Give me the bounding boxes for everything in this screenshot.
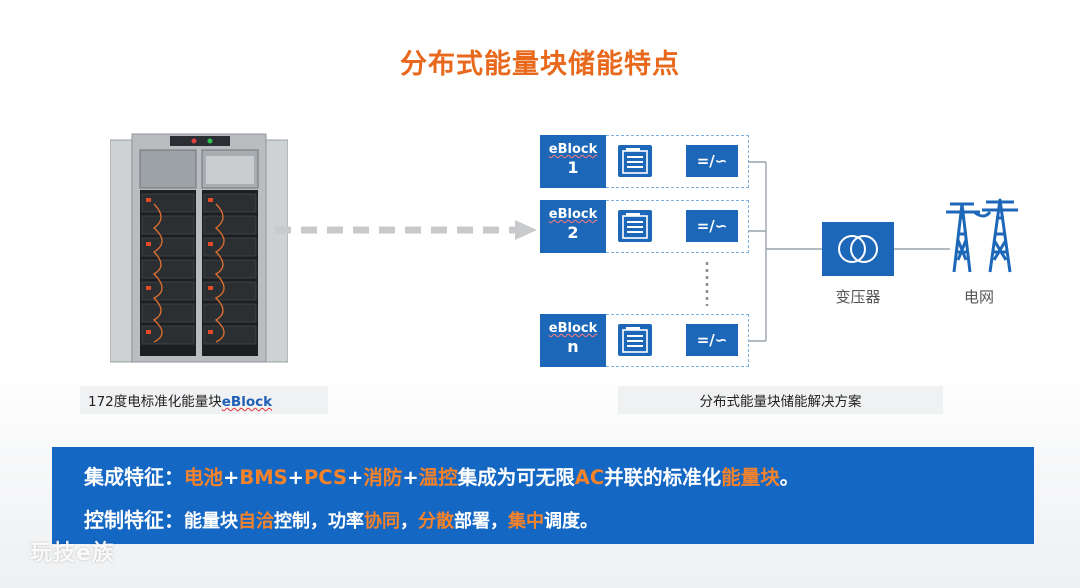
watermark: 玩技e族: [30, 541, 115, 566]
battery-icon: [618, 210, 652, 242]
battery-icon: [618, 324, 652, 356]
solution-caption: 分布式能量块储能解决方案: [618, 386, 943, 414]
power-tower-icon: [946, 198, 1018, 273]
transformer-icon: [822, 222, 894, 276]
eblock-row-1: eBlock 1 =/∽: [540, 135, 750, 188]
pcs-icon: =/∽: [686, 210, 738, 242]
eblock-label: eBlock 2: [540, 200, 606, 253]
eblock-frame: [606, 314, 749, 367]
eblock-row-n: eBlock n =/∽: [540, 314, 750, 367]
cabinet-caption: 172度电标准化能量块eBlock: [80, 386, 328, 414]
eblock-highlight: eBlock: [221, 394, 273, 410]
control-feature-line: 控制特征：能量块自洽控制，功率协同，分散部署，集中调度。: [84, 508, 598, 532]
cabinet-image: [110, 133, 288, 363]
battery-icon: [618, 145, 652, 177]
grid-label: 电网: [963, 288, 994, 306]
eblock-row-2: eBlock 2 =/∽: [540, 200, 750, 253]
eblock-label: eBlock n: [540, 314, 606, 367]
eblock-frame: [606, 135, 749, 188]
feature-banner: 集成特征：电池+BMS+PCS+消防+温控集成为可无限AC并联的标准化能量块。 …: [52, 447, 1034, 544]
pcs-icon: =/∽: [686, 324, 738, 356]
integration-feature-line: 集成特征：电池+BMS+PCS+消防+温控集成为可无限AC并联的标准化能量块。: [84, 465, 800, 489]
dashed-arrow: [275, 220, 537, 240]
transformer-label: 变压器: [835, 288, 881, 306]
eblock-frame: [606, 200, 749, 253]
pcs-icon: =/∽: [686, 145, 738, 177]
eblock-label: eBlock 1: [540, 135, 606, 188]
ellipsis-dots: [705, 262, 709, 306]
slide-title: 分布式能量块储能特点: [400, 49, 680, 80]
